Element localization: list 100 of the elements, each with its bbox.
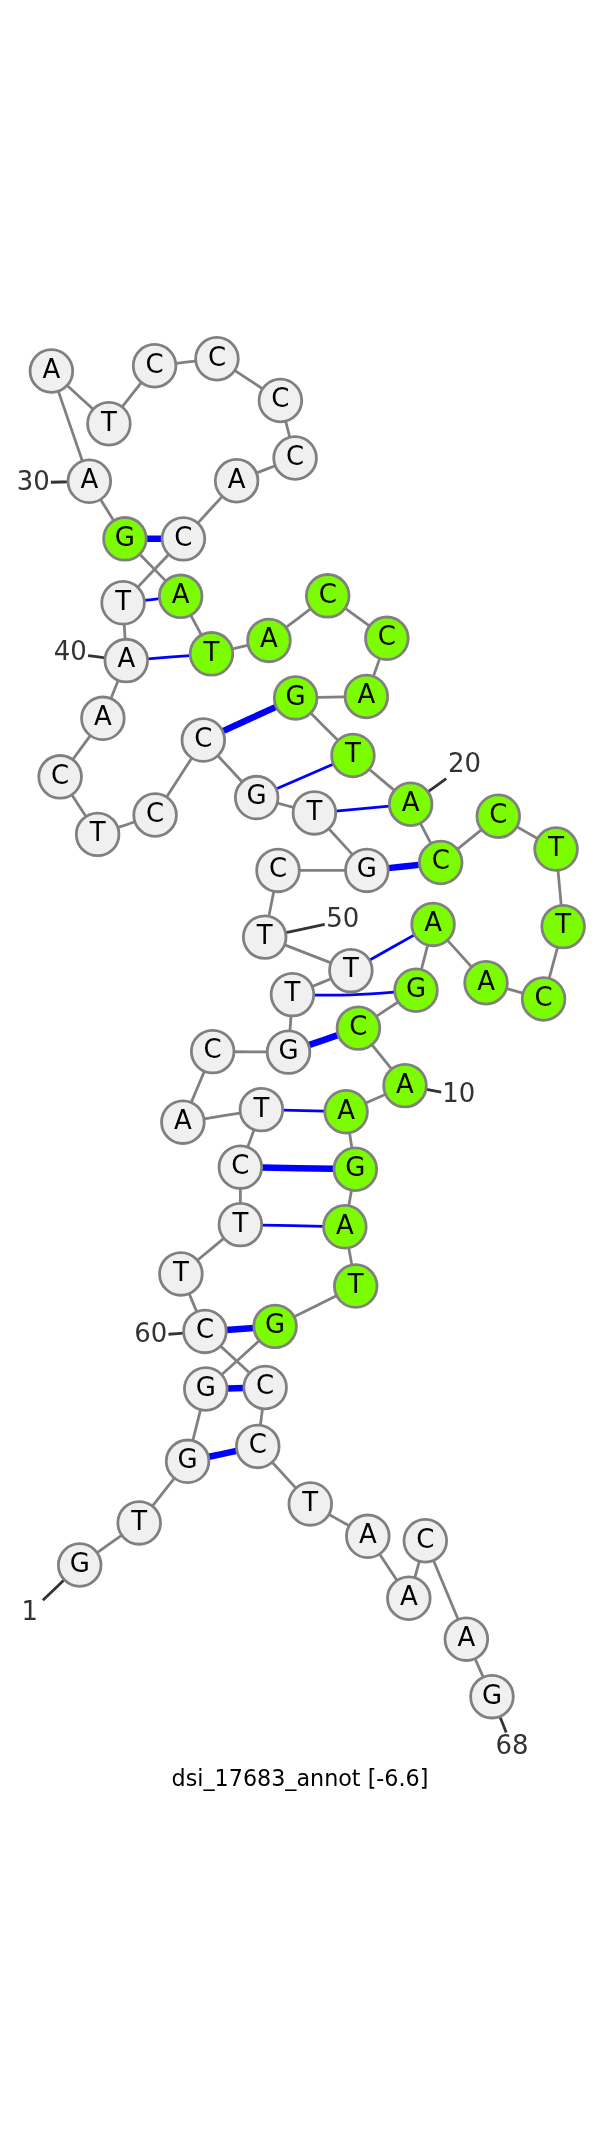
connector <box>197 1237 225 1261</box>
node-circle: C <box>235 1423 281 1469</box>
connector <box>176 359 196 365</box>
node-circle: T <box>533 825 579 872</box>
node-circle: T <box>238 1086 285 1132</box>
node-circle: C <box>402 1517 448 1563</box>
node-circle: T <box>100 579 146 625</box>
node-text: 30 <box>16 465 50 496</box>
node-text: 60 <box>134 1317 168 1348</box>
node-circle: T <box>269 971 316 1017</box>
node-circle: C <box>132 791 178 838</box>
node-circle: A <box>386 1575 432 1621</box>
node-circle: C <box>160 515 207 562</box>
node-circle: C <box>37 753 83 800</box>
connector <box>139 553 167 582</box>
connector <box>262 1223 324 1228</box>
connector <box>41 1578 65 1601</box>
connector <box>109 679 120 699</box>
connector <box>372 658 381 677</box>
connector <box>191 1409 202 1440</box>
node-circle: T <box>328 947 374 993</box>
connector <box>66 384 95 410</box>
connector <box>344 606 371 627</box>
node-text: 40 <box>53 635 87 666</box>
connector <box>226 1324 254 1333</box>
connector <box>347 1247 354 1265</box>
connector <box>227 1384 244 1392</box>
connector <box>365 1092 386 1104</box>
connector <box>474 1658 485 1677</box>
connector <box>369 933 415 961</box>
connector <box>285 922 325 934</box>
node-circle: A <box>382 1062 428 1108</box>
node-circle: C <box>217 1143 264 1190</box>
node-circle: G <box>344 847 390 893</box>
node-circle: A <box>387 781 434 827</box>
node-circle: C <box>131 342 178 388</box>
connector <box>446 938 473 967</box>
connector <box>375 1000 399 1017</box>
connector <box>283 1108 325 1113</box>
node-circle: C <box>255 847 301 893</box>
node-circle: A <box>157 573 204 619</box>
connector <box>378 1553 398 1581</box>
connector <box>556 869 563 905</box>
node-circle: G <box>57 1541 103 1588</box>
node-text: 50 <box>326 902 360 933</box>
node-circle: T <box>330 732 376 778</box>
node-circle: A <box>246 617 292 663</box>
node-circle: A <box>103 637 149 683</box>
node-circle: C <box>257 377 304 423</box>
connector <box>189 1070 206 1103</box>
connector <box>426 1087 442 1093</box>
node-circle: G <box>332 1146 379 1192</box>
connector <box>288 1015 293 1030</box>
node-text: 10 <box>442 1077 476 1108</box>
node-circle: C <box>418 839 464 885</box>
connector <box>220 1339 261 1375</box>
node-circle: C <box>305 572 351 619</box>
connector <box>328 827 354 856</box>
connector <box>371 1043 393 1070</box>
connector <box>137 553 170 588</box>
connector <box>432 1559 460 1620</box>
connector <box>516 825 538 839</box>
node-circle: G <box>164 1438 211 1484</box>
node-circle: C <box>180 716 226 763</box>
node-circle: G <box>183 1365 229 1412</box>
connector <box>256 464 276 474</box>
connector <box>307 1031 339 1048</box>
connector <box>71 734 92 760</box>
connector <box>419 822 433 844</box>
connector <box>261 1163 334 1172</box>
node-circle: A <box>463 959 509 1005</box>
connector <box>239 1188 242 1203</box>
connector <box>276 762 334 790</box>
node-circle: T <box>291 789 338 836</box>
connector <box>87 653 106 659</box>
node-circle: G <box>469 1673 515 1719</box>
node-circle: T <box>74 811 121 857</box>
node-circle: C <box>475 793 521 839</box>
connector <box>189 614 203 636</box>
connector <box>197 495 224 524</box>
connector <box>456 828 483 850</box>
node-circle: G <box>233 774 280 820</box>
connector <box>57 390 84 461</box>
connector <box>335 804 390 812</box>
connector <box>99 498 115 521</box>
connector <box>271 1461 297 1489</box>
connector <box>506 986 523 994</box>
connector <box>96 1533 123 1554</box>
node-circle: G <box>272 674 319 721</box>
node-circle: A <box>322 1203 368 1249</box>
connector <box>328 1512 350 1527</box>
connector <box>70 793 88 817</box>
node-circle: A <box>80 695 126 741</box>
node-circle: T <box>188 630 235 677</box>
node-circle: T <box>540 903 586 949</box>
node-circle: T <box>86 400 132 446</box>
node-circle: G <box>102 515 148 562</box>
connector <box>208 1447 238 1460</box>
connector <box>368 767 396 791</box>
node-circle: G <box>252 1303 298 1349</box>
